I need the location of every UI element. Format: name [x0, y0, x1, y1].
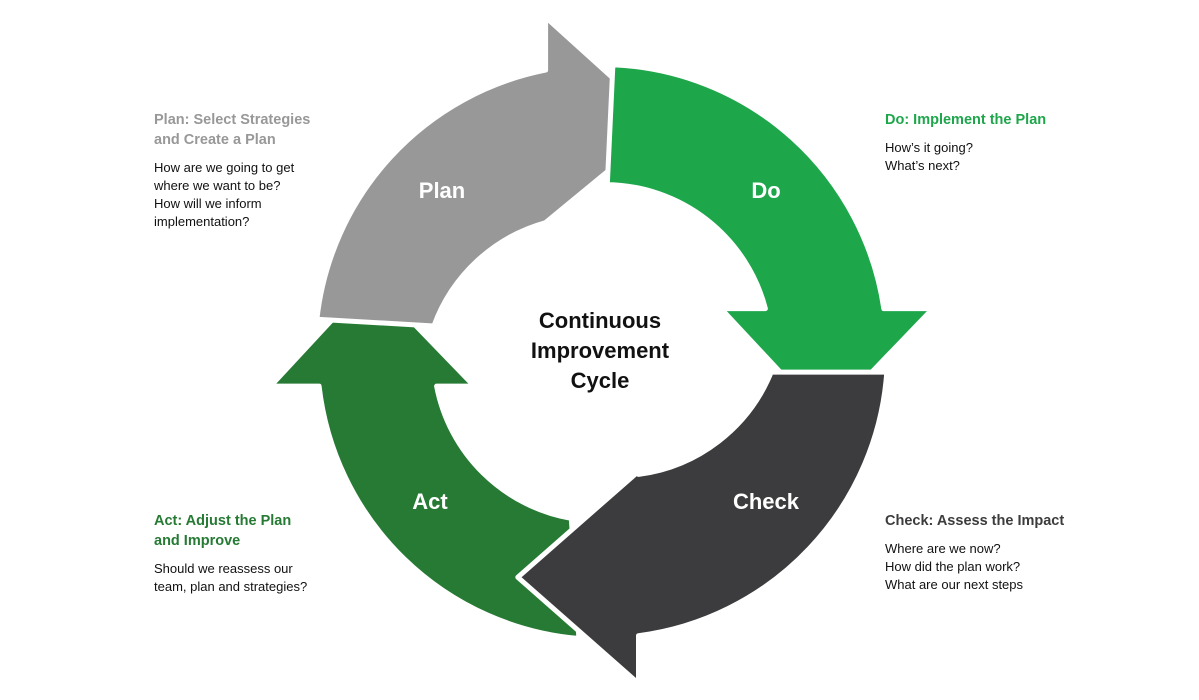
plan-note-title-line: Plan: Select Strategies [154, 112, 311, 128]
act-note: Act: Adjust the Plan and Improve Should … [154, 511, 384, 596]
check-note-title-line: Check: Assess the Impact [885, 513, 1065, 529]
plan-label: Plan [419, 178, 465, 203]
plan-note-line: where we want to be? [154, 178, 281, 193]
plan-note-line: implementation? [154, 214, 250, 229]
plan-note-title-line: and Create a Plan [154, 132, 276, 148]
cycle-title: Continuous Improvement Cycle [480, 306, 720, 396]
do-label: Do [751, 178, 780, 203]
check-note-title: Check: Assess the Impact [885, 511, 1155, 531]
act-note-title-line: and Improve [154, 533, 241, 549]
act-arrow [268, 276, 582, 641]
check-note: Check: Assess the Impact Where are we no… [885, 511, 1155, 594]
plan-note-line: How will we inform [154, 196, 262, 211]
act-label: Act [412, 489, 448, 514]
act-note-body: Should we reassess our team, plan and st… [154, 560, 384, 596]
act-note-line: Should we reassess our [154, 561, 293, 576]
cycle-title-line: Improvement [530, 338, 670, 363]
check-note-line: What are our next steps [885, 577, 1024, 592]
do-arrow [604, 62, 936, 423]
do-note-title-line: Do: Implement the Plan [885, 112, 1047, 128]
do-note-body: How’s it going? What’s next? [885, 139, 1145, 175]
check-note-body: Where are we now? How did the plan work?… [885, 540, 1155, 594]
cycle-title-line: Cycle [570, 368, 630, 393]
do-note: Do: Implement the Plan How’s it going? W… [885, 110, 1145, 175]
check-note-line: Where are we now? [885, 541, 1001, 556]
check-label: Check [733, 489, 800, 514]
do-note-line: What’s next? [885, 158, 960, 173]
act-note-line: team, plan and strategies? [154, 579, 308, 594]
plan-note-title: Plan: Select Strategies and Create a Pla… [154, 110, 384, 150]
check-note-line: How did the plan work? [885, 559, 1021, 574]
plan-note-line: How are we going to get [154, 160, 295, 175]
plan-note: Plan: Select Strategies and Create a Pla… [154, 110, 384, 231]
act-note-title: Act: Adjust the Plan and Improve [154, 511, 384, 551]
plan-arrow [314, 14, 667, 329]
cycle-title-line: Continuous [538, 308, 662, 333]
do-note-title: Do: Implement the Plan [885, 110, 1145, 130]
do-note-line: How’s it going? [885, 140, 973, 155]
plan-note-body: How are we going to get where we want to… [154, 159, 384, 231]
check-arrow [515, 369, 890, 686]
act-note-title-line: Act: Adjust the Plan [154, 513, 292, 529]
